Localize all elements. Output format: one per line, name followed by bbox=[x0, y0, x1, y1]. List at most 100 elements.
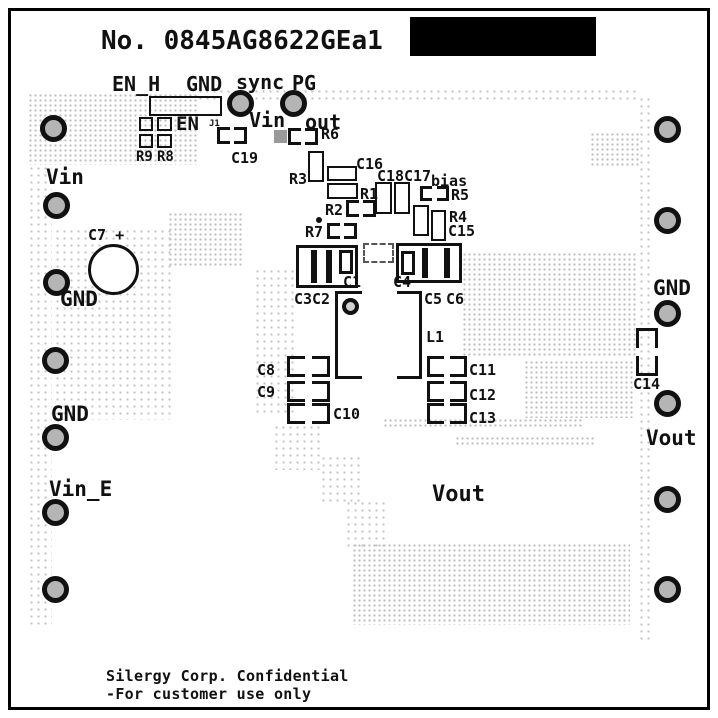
capacitor-c8 bbox=[287, 356, 330, 377]
label-en-h: EN_H bbox=[112, 72, 161, 96]
resistor-r9 bbox=[139, 117, 153, 131]
label-c4: C4 bbox=[393, 273, 412, 291]
via-dot-field bbox=[345, 500, 385, 548]
label-pg: PG bbox=[292, 71, 317, 95]
capacitor-c14 bbox=[636, 328, 658, 376]
label-vout-center: Vout bbox=[432, 482, 485, 507]
resistor-r2 bbox=[346, 200, 376, 217]
capacitor-c11 bbox=[427, 356, 467, 377]
pad-left-3 bbox=[42, 576, 69, 603]
pad-left-1 bbox=[40, 115, 67, 142]
via-dot-field bbox=[462, 252, 636, 356]
pad-right-2 bbox=[654, 207, 681, 234]
label-c6: C6 bbox=[446, 290, 465, 308]
label-r5: R5 bbox=[451, 186, 470, 204]
label-vin-left: Vin bbox=[46, 165, 84, 189]
label-en: EN bbox=[176, 113, 199, 135]
label-r8: R8 bbox=[157, 149, 174, 165]
capacitor-c13 bbox=[427, 403, 467, 424]
capacitor-c17 bbox=[394, 182, 410, 214]
label-c10: C10 bbox=[333, 405, 361, 423]
via-dot-field bbox=[524, 360, 634, 418]
via-dot-field bbox=[320, 455, 360, 505]
pad-sync bbox=[227, 90, 254, 117]
label-gnd-left-2: GND bbox=[51, 402, 89, 426]
pad-left-gnd-1 bbox=[43, 269, 70, 296]
pad-right-gnd bbox=[654, 300, 681, 327]
resistor-r9 bbox=[139, 134, 153, 148]
via-dot-field bbox=[383, 418, 583, 427]
capacitor-c18 bbox=[375, 182, 392, 214]
pad-right-1 bbox=[654, 116, 681, 143]
label-r1: R1 bbox=[360, 185, 379, 203]
label-r9: R9 bbox=[136, 149, 153, 165]
footer-line-1: Silergy Corp. Confidential bbox=[106, 667, 349, 685]
pad-right-vout-2 bbox=[654, 486, 681, 513]
pad-left-vin-e bbox=[42, 499, 69, 526]
via-dot-field bbox=[590, 132, 640, 166]
inductor-l1-outline bbox=[335, 291, 422, 379]
via-dot-field bbox=[455, 436, 595, 447]
label-c3: C3 bbox=[294, 290, 313, 308]
capacitor-bank-output bbox=[396, 243, 462, 283]
label-c15: C15 bbox=[448, 222, 476, 240]
capacitor-c12 bbox=[427, 381, 467, 402]
label-out-top: out bbox=[305, 110, 342, 134]
label-r2: R2 bbox=[325, 201, 344, 219]
capacitor-c10 bbox=[287, 403, 330, 424]
redaction-box bbox=[410, 17, 596, 56]
label-c17: C17 bbox=[404, 167, 432, 185]
pin1-dot bbox=[316, 217, 322, 223]
pad-right-vout-1 bbox=[654, 390, 681, 417]
solder-pad bbox=[274, 130, 287, 143]
via bbox=[342, 298, 359, 315]
label-c14: C14 bbox=[633, 375, 661, 393]
label-c8: C8 bbox=[257, 361, 276, 379]
label-r7: R7 bbox=[305, 223, 324, 241]
resistor-r4 bbox=[413, 205, 429, 236]
label-vout-right: Vout bbox=[646, 426, 697, 450]
board-outline bbox=[8, 8, 710, 710]
label-c9: C9 bbox=[257, 383, 276, 401]
via-dot-field bbox=[638, 96, 652, 644]
via-dot-field bbox=[254, 268, 298, 416]
ic-outline-dashed bbox=[363, 243, 394, 263]
capacitor-bank-input bbox=[296, 245, 358, 288]
label-gnd-top: GND bbox=[186, 72, 223, 96]
label-c7: C7 + bbox=[88, 226, 125, 244]
via-dot-field bbox=[273, 424, 323, 470]
pad-left-vin bbox=[43, 192, 70, 219]
label-r3: R3 bbox=[289, 170, 308, 188]
resistor-r3 bbox=[308, 151, 324, 182]
label-c13: C13 bbox=[469, 409, 497, 427]
label-c16: C16 bbox=[356, 155, 384, 173]
board-title: No. 0845AG8622GEa1 bbox=[101, 26, 383, 56]
label-vin-top: Vin bbox=[249, 108, 286, 132]
label-sync: sync bbox=[236, 70, 285, 94]
footer-line-2: -For customer use only bbox=[106, 685, 312, 703]
pad-left-2 bbox=[42, 347, 69, 374]
pad-left-gnd-2 bbox=[42, 424, 69, 451]
label-l1: L1 bbox=[426, 328, 445, 346]
label-j1: J1 bbox=[209, 119, 220, 129]
label-c5: C5 bbox=[424, 290, 443, 308]
resistor-r8 bbox=[157, 134, 172, 148]
label-gnd-right: GND bbox=[653, 276, 691, 300]
resistor-r6 bbox=[288, 128, 318, 145]
label-c12: C12 bbox=[469, 386, 497, 404]
label-c19: C19 bbox=[231, 149, 259, 167]
label-c2: C2 bbox=[312, 290, 331, 308]
via-dot-field bbox=[197, 88, 639, 102]
label-vin-e: Vin_E bbox=[49, 477, 113, 501]
pad-right-3 bbox=[654, 576, 681, 603]
capacitor-c7-outline bbox=[88, 244, 139, 295]
resistor-r8 bbox=[157, 117, 172, 131]
jumper-header-j1 bbox=[149, 96, 222, 116]
via-dot-field bbox=[28, 165, 52, 627]
capacitor-c19 bbox=[217, 127, 247, 144]
via-dot-field bbox=[352, 543, 630, 625]
resistor-r5 bbox=[420, 186, 449, 201]
label-gnd-left-1: GND bbox=[60, 287, 98, 311]
capacitor-c15 bbox=[431, 210, 446, 241]
